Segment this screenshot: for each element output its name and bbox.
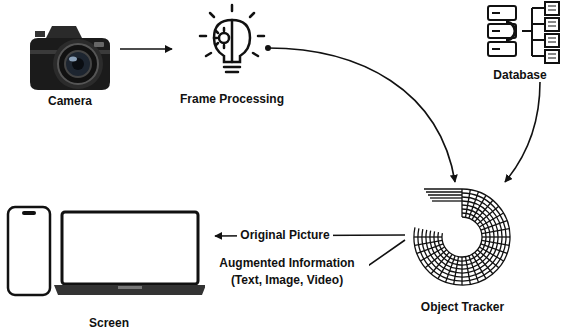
- node-label: Frame Processing: [178, 92, 286, 106]
- node-label: Screen: [87, 316, 131, 330]
- edge-label: Original Picture: [237, 227, 332, 244]
- connector-arrow: [120, 48, 172, 50]
- connector-arrow: [268, 48, 455, 182]
- camera-icon: [30, 26, 110, 90]
- database-node: Database: [474, 0, 566, 82]
- camera-node: Camera: [20, 15, 120, 108]
- lightbulb-icon: [200, 5, 264, 72]
- database-icon: [488, 2, 559, 63]
- node-label: Object Tracker: [419, 300, 506, 314]
- screen-node: Screen: [3, 203, 215, 330]
- connector-arrow: [505, 82, 540, 182]
- node-label: Camera: [46, 94, 94, 108]
- process-node: Frame Processing: [172, 5, 292, 106]
- edge-label: Augmented Information (Text, Image, Vide…: [205, 255, 369, 289]
- tracker-node: Object Tracker: [405, 182, 520, 314]
- node-label: Database: [491, 68, 548, 82]
- screen-icon: [8, 207, 206, 295]
- tracker-icon: [414, 189, 510, 285]
